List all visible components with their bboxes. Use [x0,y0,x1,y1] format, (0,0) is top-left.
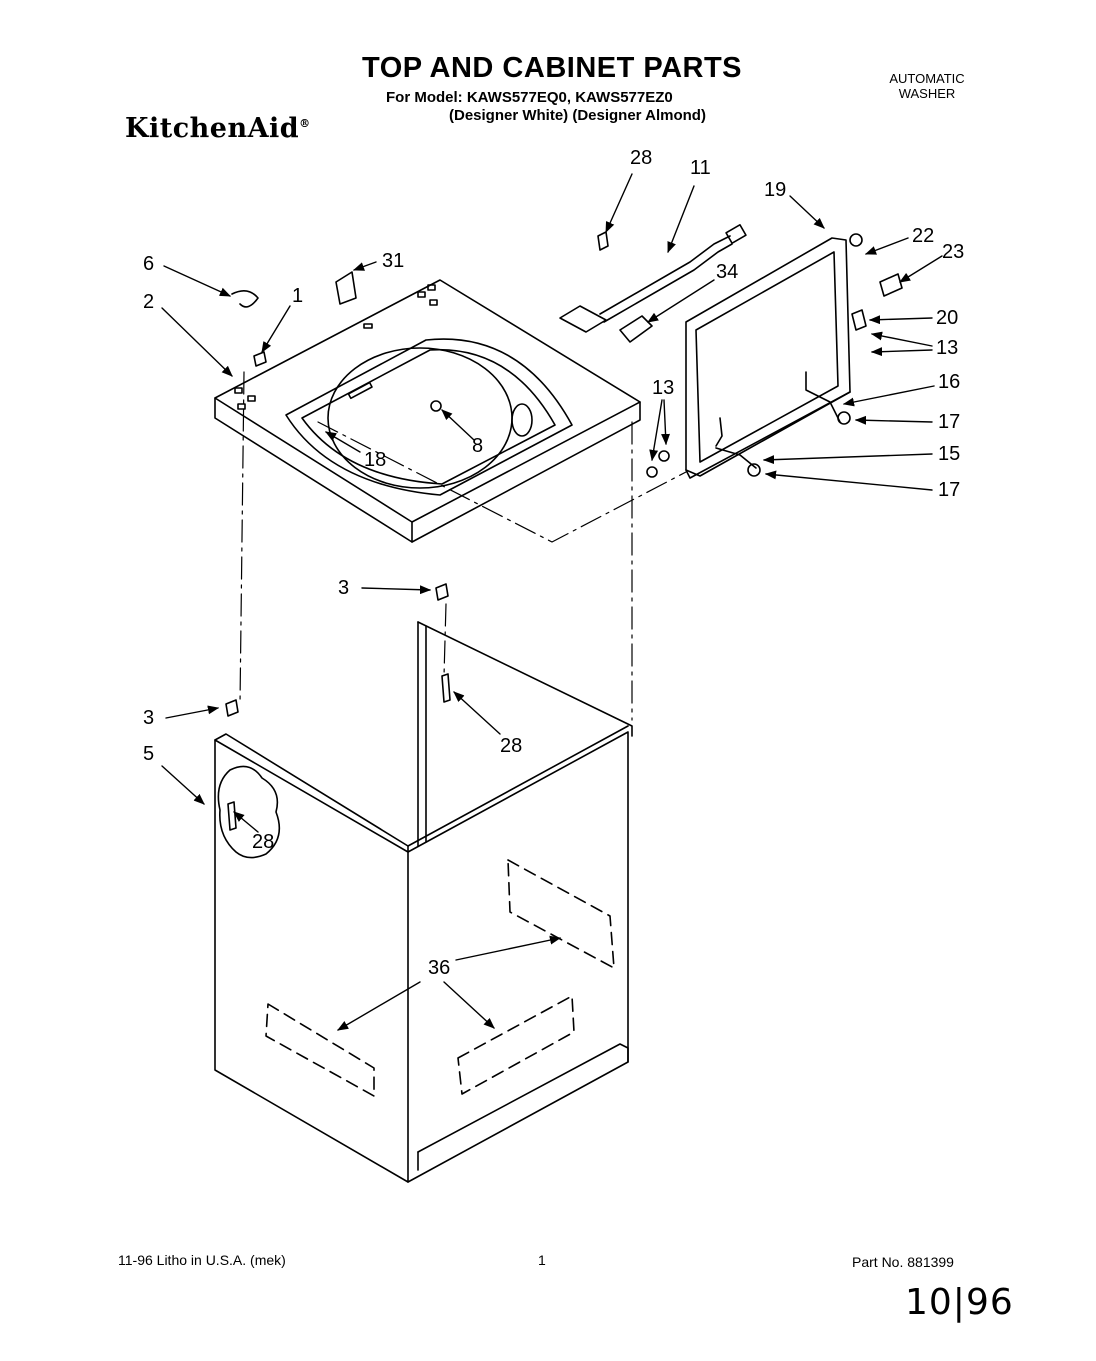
callout-18: 18 [364,449,387,471]
brand-logo: KitchenAid® [125,113,311,144]
console-frame [685,237,851,479]
callout-6: 6 [143,253,155,275]
litho-note: 11-96 Litho in U.S.A. (mek) [118,1252,286,1268]
callout-22: 22 [912,225,935,247]
alignment-lines [239,371,687,721]
callout-23: 23 [942,241,965,263]
callout-20: 20 [936,307,959,329]
callout-28-side: 28 [252,831,275,853]
callout-34: 34 [716,261,739,283]
callout-2: 2 [143,291,155,313]
model-numbers: For Model: KAWS577EQ0, KAWS577EZ0 [386,89,673,106]
page-title: TOP AND CABINET PARTS [362,52,743,84]
callout-15: 15 [938,443,961,465]
callout-1: 1 [292,285,304,307]
callout-16: 16 [938,371,961,393]
callout-36: 36 [428,957,451,979]
callout-28-top: 28 [630,147,653,169]
callout-leaders [161,173,943,1031]
product-type: AUTOMATIC WASHER [872,71,982,101]
handwritten-date: 10|96 [905,1282,1014,1323]
callout-5: 5 [143,743,155,765]
product-type-line2: WASHER [898,86,956,101]
callout-3-lower: 3 [143,707,155,729]
cabinet-labels [265,859,615,1097]
callout-17-upper: 17 [938,411,961,433]
lid-switch-harness [559,224,747,343]
washer-top-panel [214,279,641,543]
callout-28-mid: 28 [500,735,523,757]
callout-17-lower: 17 [938,479,961,501]
registered-mark: ® [299,117,311,130]
callout-19: 19 [764,179,787,201]
callout-8: 8 [472,435,484,457]
callout-11: 11 [690,157,711,179]
callout-3-upper: 3 [338,577,350,599]
callout-13-left: 13 [652,377,675,399]
washer-cabinet [214,621,633,1183]
callout-13-right: 13 [936,337,959,359]
small-fasteners [225,233,903,831]
part-number: Part No. 881399 [852,1254,954,1270]
product-type-line1: AUTOMATIC [889,71,965,86]
page-number: 1 [538,1252,546,1268]
brand-logo-text: KitchenAid [125,113,300,144]
color-variants: (Designer White) (Designer Almond) [449,107,706,124]
callout-31: 31 [382,250,405,272]
